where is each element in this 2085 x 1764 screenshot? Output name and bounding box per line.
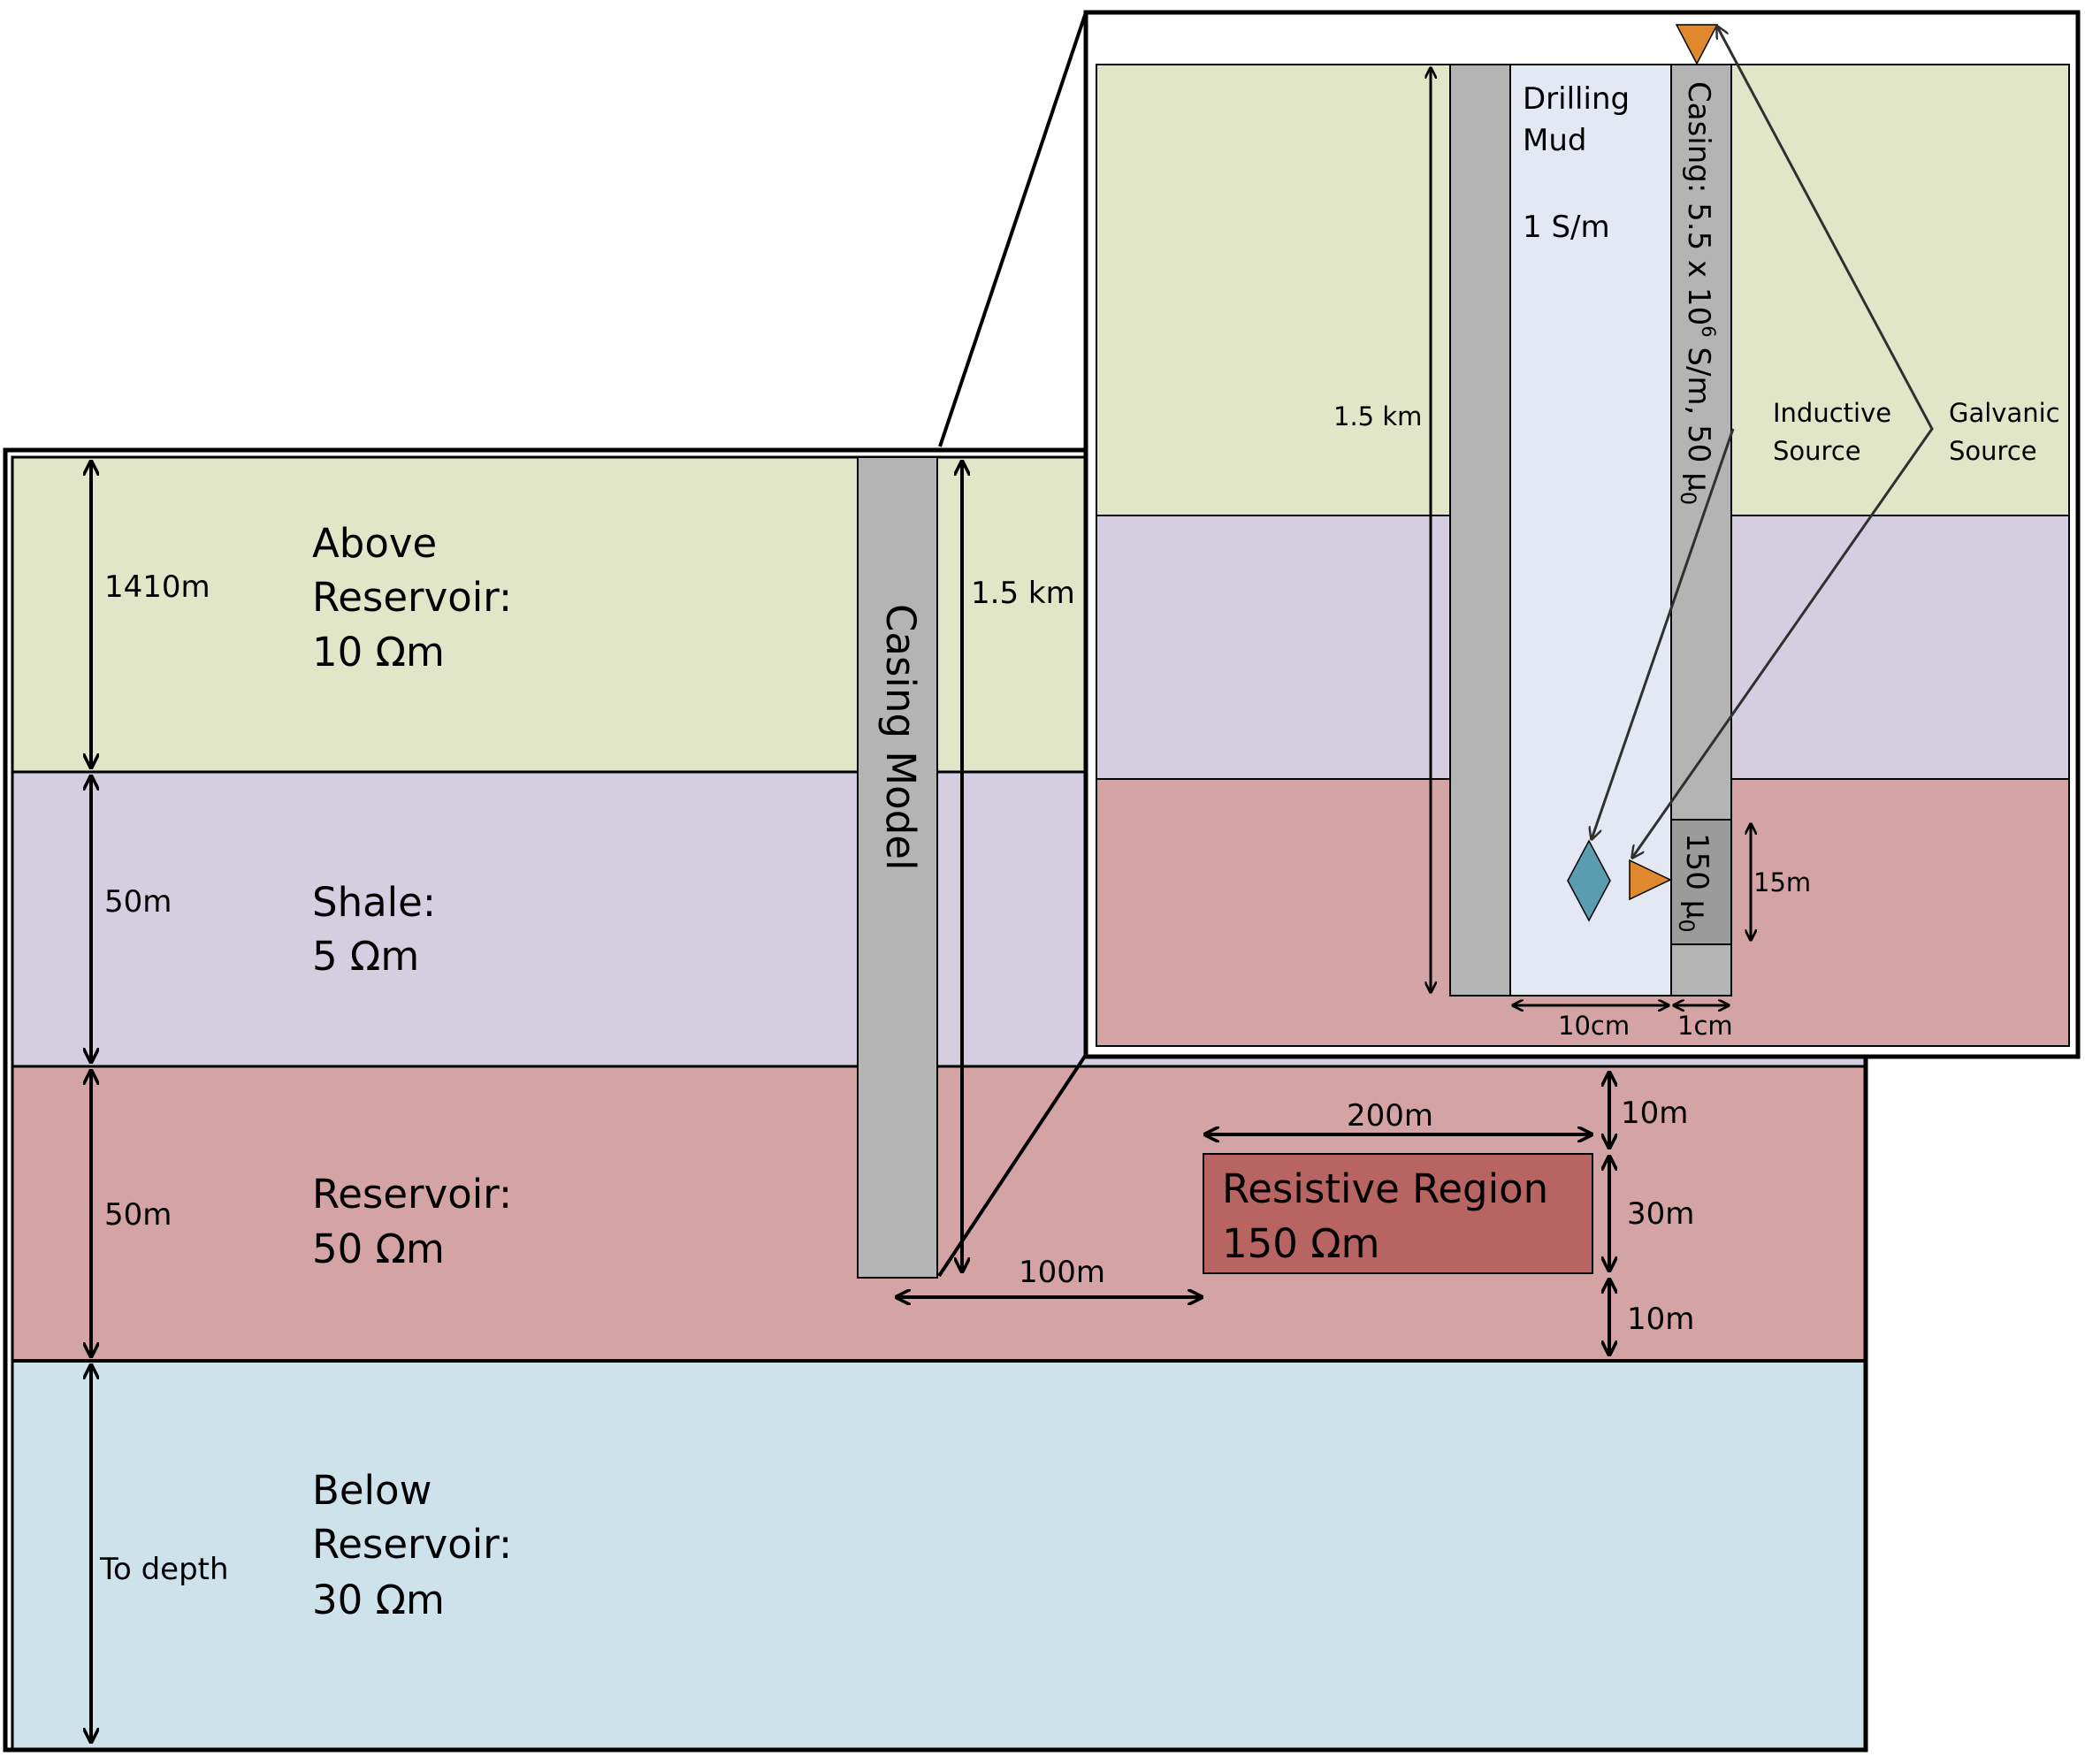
mud-width-label: 10cm	[1558, 1011, 1630, 1041]
layer-label-shale-line2: 5 Ωm	[312, 933, 419, 980]
galvanic-source-label-line2: Source	[1949, 436, 2037, 466]
offset-label: 100m	[1019, 1255, 1105, 1290]
thickness-label-shale: 50m	[104, 884, 172, 920]
model-frame-inner	[11, 455, 1867, 1752]
top-gap-label: 10m	[1621, 1096, 1688, 1131]
galvanic-source-label-line1: Galvanic	[1949, 398, 2060, 428]
main-casing	[857, 456, 938, 1279]
thickness-label-below: To depth	[99, 1552, 229, 1587]
zoom-connector-bottom	[937, 1053, 1088, 1278]
main-casing-label: Casing Model	[877, 604, 924, 870]
thickness-label-above: 1410m	[104, 569, 210, 605]
region-height-label: 30m	[1627, 1196, 1694, 1232]
segment-text: 150 μ	[1679, 833, 1715, 919]
layer-label-below-line1: Below	[312, 1467, 432, 1514]
casing-exponent: 6	[1698, 325, 1719, 337]
casing-thickness-label: 1cm	[1677, 1011, 1733, 1041]
galvanic-source-arrow	[1632, 27, 1934, 858]
region-width-label: 200m	[1347, 1098, 1433, 1134]
layer-label-above-line2: Reservoir:	[312, 574, 512, 621]
layer-label-below-line3: 30 Ωm	[312, 1577, 445, 1623]
inductive-source-diamond	[1567, 839, 1611, 922]
resistive-region-label-line1: Resistive Region	[1222, 1165, 1548, 1212]
inset-casing-left	[1449, 64, 1511, 997]
galvanic-source-bottom-triangle	[1629, 859, 1672, 901]
casing-subscript: 0	[1676, 492, 1700, 505]
layer-label-reservoir-line2: 50 Ωm	[312, 1226, 445, 1272]
layer-label-reservoir-line1: Reservoir:	[312, 1171, 512, 1218]
segment-subscript: 0	[1674, 919, 1699, 932]
inductive-source-label-line2: Source	[1773, 436, 1861, 466]
inset-mud-label-line1: Drilling	[1523, 81, 1630, 117]
zoom-connector-top	[938, 11, 1088, 447]
inset-mud-label-line2: Mud	[1523, 123, 1586, 158]
layer-label-below-line2: Reservoir:	[312, 1521, 512, 1568]
layer-label-above-line3: 10 Ωm	[312, 629, 445, 676]
layer-below-reservoir	[12, 1361, 1865, 1750]
inset-depth-label: 1.5 km	[1333, 401, 1422, 431]
casing-prefix: Casing: 5.5 x 10	[1681, 81, 1716, 325]
inset-casing-property-label: Casing: 5.5 x 106 S/m, 50 μ0	[1676, 81, 1719, 505]
casing-suffix: S/m, 50 μ	[1681, 338, 1716, 492]
inset-segment-label: 150 μ0	[1674, 833, 1715, 933]
inductive-source-label-line1: Inductive	[1773, 398, 1891, 428]
layer-label-above-line1: Above	[312, 520, 437, 567]
thickness-label-reservoir: 50m	[104, 1197, 172, 1233]
inset-mud-conductivity: 1 S/m	[1523, 210, 1610, 245]
bottom-gap-label: 10m	[1627, 1302, 1694, 1337]
layer-label-shale-line1: Shale:	[312, 879, 436, 926]
casing-depth-label: 1.5 km	[971, 576, 1075, 611]
segment-length-label: 15m	[1753, 867, 1811, 897]
resistive-region-label-line2: 150 Ωm	[1222, 1220, 1379, 1267]
resistive-region	[1203, 1153, 1593, 1274]
